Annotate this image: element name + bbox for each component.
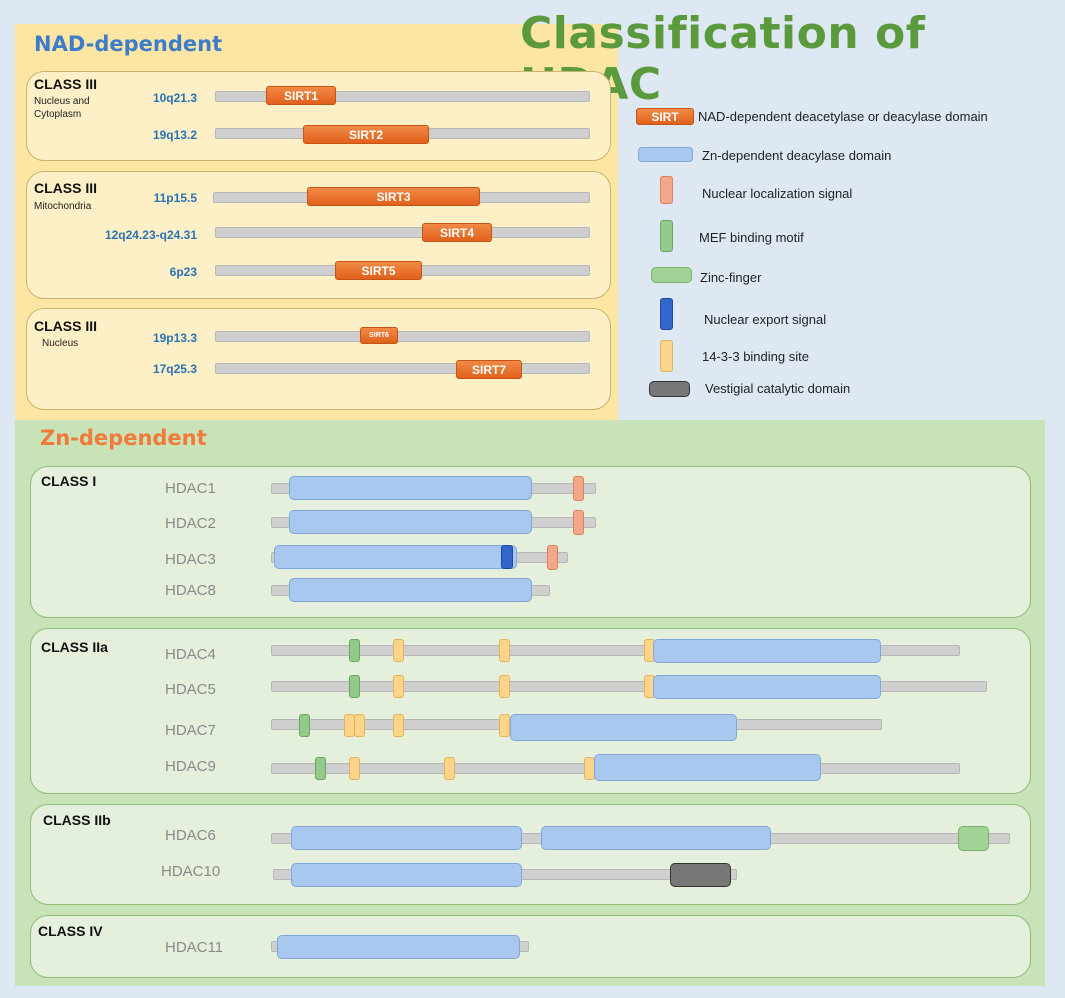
14-3-3-binding-site xyxy=(499,639,510,662)
subcellular-location: Mitochondria xyxy=(34,201,92,212)
legend-label: Zinc-finger xyxy=(700,270,762,285)
subcellular-location: Nucleus and Cytoplasm xyxy=(34,96,90,120)
legend-nls-swatch xyxy=(660,176,673,204)
sirt-domain: SIRT1 xyxy=(266,86,336,105)
class-iia-panel: CLASS IIa HDAC4 HDAC5 HDAC7 HDAC9 xyxy=(30,628,1031,794)
zinc-finger-motif xyxy=(958,826,989,851)
protein-name: HDAC6 xyxy=(165,827,216,844)
gene-locus: 17q25.3 xyxy=(152,362,197,376)
protein-name: HDAC2 xyxy=(165,515,216,532)
gene-locus: 19p13.3 xyxy=(152,331,197,345)
protein-backbone xyxy=(215,363,590,374)
legend-14-3-3-swatch xyxy=(660,340,673,372)
class-label: CLASS III xyxy=(34,318,98,334)
nls-motif xyxy=(573,476,584,501)
mef-motif xyxy=(349,639,360,662)
nes-motif xyxy=(501,545,513,569)
protein-backbone xyxy=(215,91,590,102)
class-label: CLASS I xyxy=(41,473,97,489)
zn-domain xyxy=(653,675,881,699)
zn-domain xyxy=(274,545,517,569)
protein-name: HDAC11 xyxy=(165,939,224,956)
14-3-3-binding-site xyxy=(393,639,404,662)
gene-locus: 10q21.3 xyxy=(152,91,197,105)
14-3-3-binding-site xyxy=(499,714,510,737)
nls-motif xyxy=(573,510,584,535)
legend-label: 14-3-3 binding site xyxy=(702,349,809,364)
class-i-panel: CLASS I HDAC1 HDAC2 HDAC3 HDAC8 xyxy=(30,466,1031,618)
nls-motif xyxy=(547,545,558,570)
legend-label: NAD-dependent deacetylase or deacylase d… xyxy=(698,109,988,124)
sirt-domain: SIRT3 xyxy=(307,187,480,206)
mef-motif xyxy=(315,757,326,780)
sirt-domain: SIRT4 xyxy=(422,223,492,242)
class-label: CLASS IIa xyxy=(41,639,108,655)
protein-name: HDAC7 xyxy=(165,722,216,739)
legend-label: MEF binding motif xyxy=(699,230,804,245)
class-label: CLASS III xyxy=(34,76,98,92)
zn-section-title: Zn-dependent xyxy=(40,426,207,450)
zn-domain xyxy=(289,578,532,602)
legend-vestigial-swatch xyxy=(649,381,690,397)
14-3-3-binding-site xyxy=(499,675,510,698)
zn-domain xyxy=(510,714,737,741)
sirt-domain: SIRT6 xyxy=(360,327,398,344)
class-iii-mitochondria-panel: CLASS III Mitochondria 11p15.5 SIRT3 12q… xyxy=(26,171,611,299)
nad-section-title: NAD-dependent xyxy=(34,32,223,56)
gene-locus: 11p15.5 xyxy=(153,191,197,205)
legend-sirt-swatch: SIRT xyxy=(636,108,694,125)
14-3-3-binding-site xyxy=(354,714,365,737)
protein-backbone xyxy=(271,681,987,692)
vestigial-catalytic-domain xyxy=(670,863,731,887)
14-3-3-binding-site xyxy=(393,675,404,698)
sirt-domain: SIRT7 xyxy=(456,360,522,379)
gene-locus: 19q13.2 xyxy=(152,128,197,142)
mef-motif xyxy=(299,714,310,737)
class-label: CLASS III xyxy=(34,180,98,196)
class-iii-nucleus-panel: CLASS III Nucleus 19p13.3 SIRT6 17q25.3 … xyxy=(26,308,611,410)
protein-backbone xyxy=(215,331,590,342)
legend-label: Nuclear export signal xyxy=(704,312,827,327)
protein-backbone xyxy=(215,227,590,238)
14-3-3-binding-site xyxy=(393,714,404,737)
legend-zn-swatch xyxy=(638,147,693,162)
zn-domain xyxy=(291,826,522,850)
mef-motif xyxy=(349,675,360,698)
protein-name: HDAC5 xyxy=(165,681,216,698)
protein-name: HDAC1 xyxy=(165,480,216,497)
sirt-domain: SIRT5 xyxy=(335,261,422,280)
class-iv-panel: CLASS IV HDAC11 xyxy=(30,915,1031,978)
protein-name: HDAC4 xyxy=(165,646,216,663)
legend-mef-swatch xyxy=(660,220,673,252)
legend-label: Vestigial catalytic domain xyxy=(705,381,851,396)
zn-domain xyxy=(277,935,520,959)
protein-name: HDAC3 xyxy=(165,551,216,568)
gene-locus: 12q24.23-q24.31 xyxy=(104,228,197,242)
protein-backbone xyxy=(271,645,960,656)
subcellular-location: Nucleus xyxy=(42,338,79,349)
legend-label: Nuclear localization signal xyxy=(702,186,853,201)
protein-name: HDAC8 xyxy=(165,582,216,599)
zn-domain xyxy=(289,476,532,500)
zn-domain xyxy=(289,510,532,534)
zn-domain xyxy=(653,639,881,663)
class-label: CLASS IIb xyxy=(43,812,111,828)
class-iii-nucleus-cytoplasm-panel: CLASS III Nucleus and Cytoplasm 10q21.3 … xyxy=(26,71,611,161)
class-iib-panel: CLASS IIb HDAC6 HDAC10 xyxy=(30,804,1031,905)
legend-label: Zn-dependent deacylase domain xyxy=(702,148,892,163)
zn-domain xyxy=(291,863,522,887)
protein-name: HDAC9 xyxy=(165,758,216,775)
legend-nes-swatch xyxy=(660,298,673,330)
legend-zinc-finger-swatch xyxy=(651,267,692,283)
14-3-3-binding-site xyxy=(349,757,360,780)
zn-domain xyxy=(541,826,771,850)
sirt-domain: SIRT2 xyxy=(303,125,429,144)
protein-name: HDAC10 xyxy=(161,863,221,880)
class-label: CLASS IV xyxy=(38,923,103,939)
zn-domain xyxy=(594,754,821,781)
gene-locus: 6p23 xyxy=(169,265,197,279)
14-3-3-binding-site xyxy=(444,757,455,780)
